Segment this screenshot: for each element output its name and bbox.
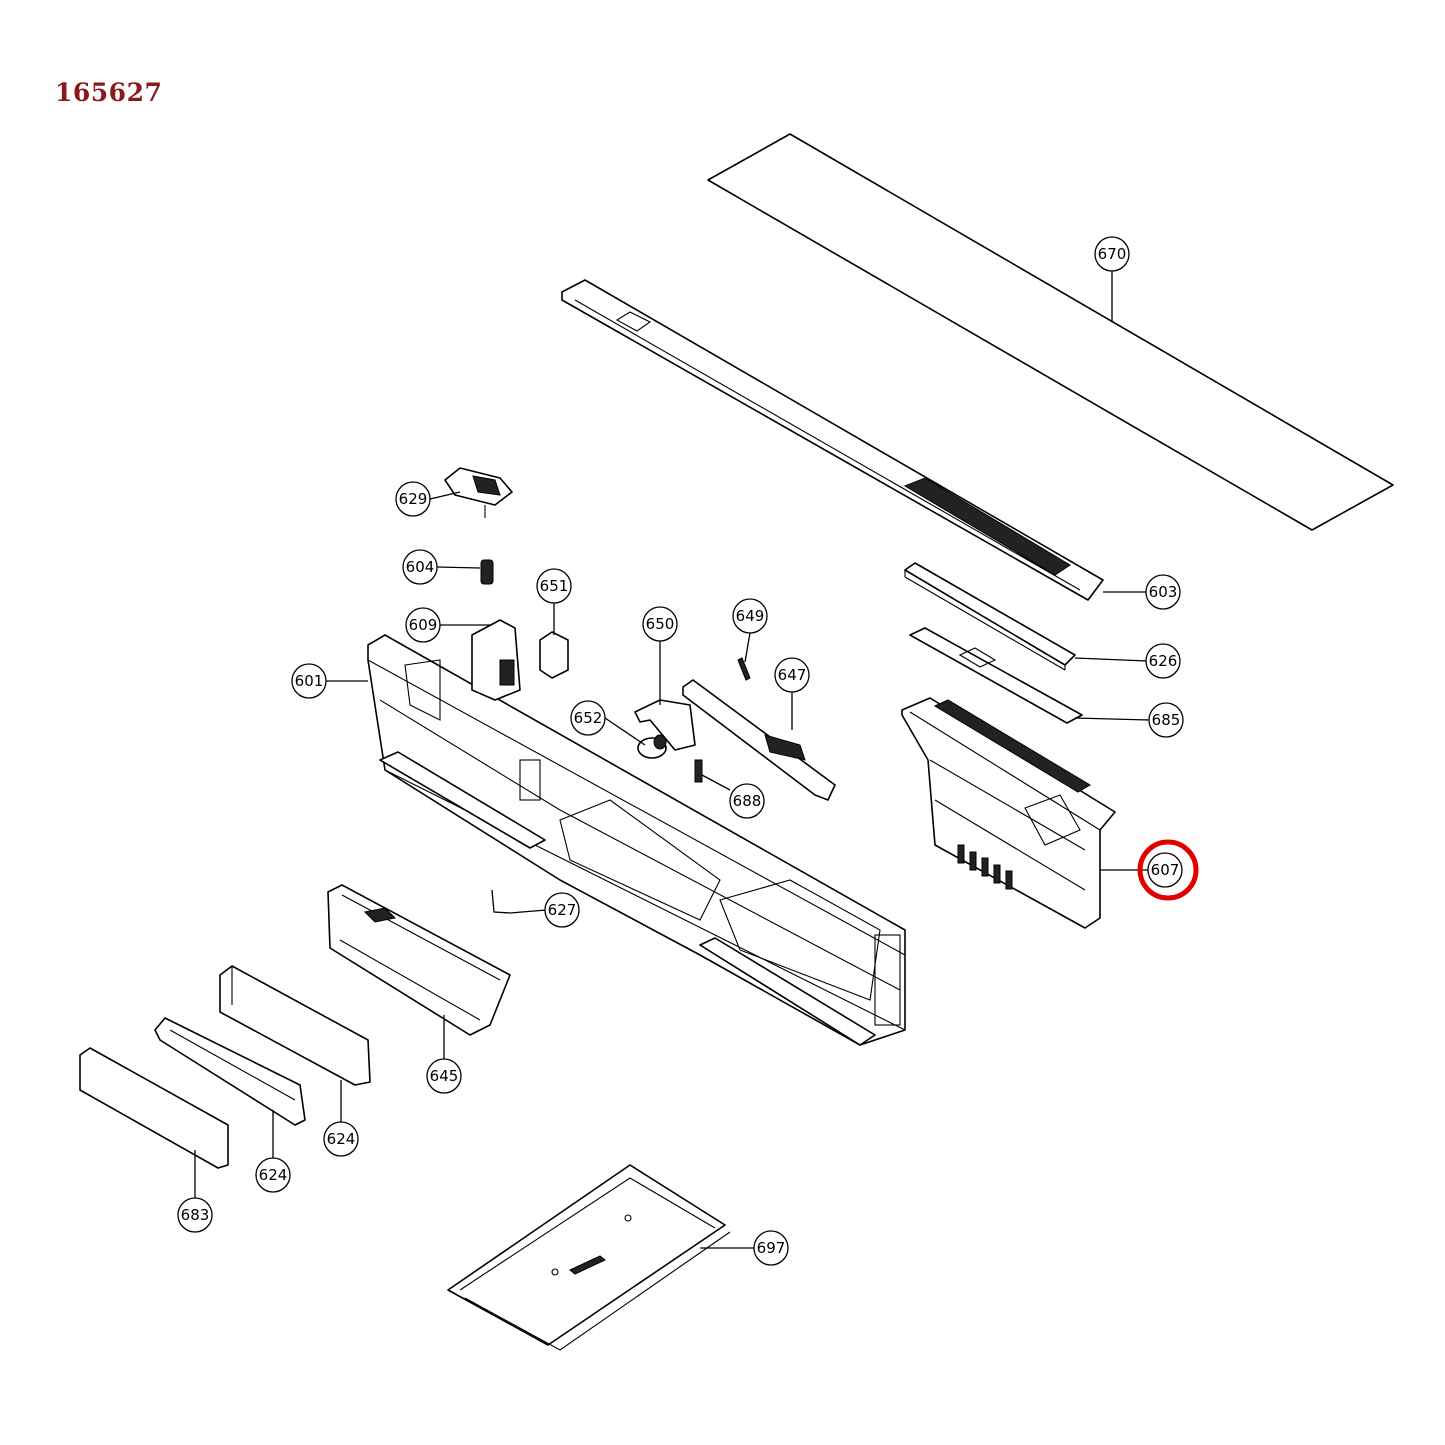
svg-text:629: 629 xyxy=(399,490,428,508)
svg-text:626: 626 xyxy=(1149,652,1178,670)
part-650-bracket xyxy=(634,699,696,751)
part-609-switch xyxy=(471,619,521,701)
part-697-control-board xyxy=(447,1164,731,1351)
callout-649: 649 xyxy=(732,598,768,634)
part-652-knob xyxy=(637,734,667,759)
callout-651: 651 xyxy=(536,568,572,604)
svg-text:603: 603 xyxy=(1149,583,1178,601)
svg-text:624: 624 xyxy=(327,1130,356,1148)
callout-603: 603 xyxy=(1145,574,1181,610)
svg-text:651: 651 xyxy=(540,577,569,595)
highlight-ring-607 xyxy=(1137,839,1199,901)
part-607-housing xyxy=(901,697,1116,929)
svg-text:685: 685 xyxy=(1152,711,1181,729)
part-670-panel xyxy=(707,133,1394,531)
callout-609: 609 xyxy=(405,607,441,643)
callout-645: 645 xyxy=(426,1058,462,1094)
part-685-strip xyxy=(909,627,1083,724)
svg-text:649: 649 xyxy=(736,607,765,625)
part-629-clip xyxy=(444,467,513,518)
part-647-rail xyxy=(682,679,836,801)
svg-text:601: 601 xyxy=(295,672,324,690)
svg-text:652: 652 xyxy=(574,709,603,727)
callout-601: 601 xyxy=(291,663,327,699)
svg-text:624: 624 xyxy=(259,1166,288,1184)
svg-text:627: 627 xyxy=(548,901,577,919)
part-651-block xyxy=(539,631,569,679)
callout-670: 670 xyxy=(1094,236,1130,272)
callout-647: 647 xyxy=(774,657,810,693)
part-645-frame xyxy=(327,884,511,1036)
part-649-pin xyxy=(737,657,751,681)
part-624-upper-panel xyxy=(219,965,371,1086)
svg-text:609: 609 xyxy=(409,616,438,634)
callout-629: 629 xyxy=(395,481,431,517)
callout-626: 626 xyxy=(1145,643,1181,679)
part-601-main-housing xyxy=(367,634,906,1046)
part-604-spring xyxy=(480,559,494,585)
callout-604: 604 xyxy=(402,549,438,585)
svg-text:604: 604 xyxy=(406,558,435,576)
callout-688: 688 xyxy=(729,783,765,819)
callout-652: 652 xyxy=(570,700,606,736)
part-603-top-strip xyxy=(561,279,1104,601)
callout-627: 627 xyxy=(544,892,580,928)
part-683-front-plate xyxy=(79,1047,229,1169)
svg-text:607: 607 xyxy=(1151,861,1180,879)
svg-text:670: 670 xyxy=(1098,245,1127,263)
svg-text:683: 683 xyxy=(181,1206,210,1224)
svg-text:650: 650 xyxy=(646,615,675,633)
part-624-lower-frame xyxy=(154,1017,306,1126)
part-626-bar xyxy=(904,562,1076,671)
part-627-wire xyxy=(491,889,511,914)
svg-text:697: 697 xyxy=(757,1239,786,1257)
leader-lines xyxy=(194,270,1151,1249)
callout-650: 650 xyxy=(642,606,678,642)
callout-697: 697 xyxy=(753,1230,789,1266)
callout-624-lower: 624 xyxy=(255,1157,291,1193)
svg-text:688: 688 xyxy=(733,792,762,810)
part-688-spring xyxy=(694,759,703,783)
callout-607: 607 xyxy=(1147,852,1183,888)
svg-text:645: 645 xyxy=(430,1067,459,1085)
callout-683: 683 xyxy=(177,1197,213,1233)
svg-text:647: 647 xyxy=(778,666,807,684)
callout-624-upper: 624 xyxy=(323,1121,359,1157)
diagram-reference-number: 165627 xyxy=(55,78,163,107)
callout-685: 685 xyxy=(1148,702,1184,738)
